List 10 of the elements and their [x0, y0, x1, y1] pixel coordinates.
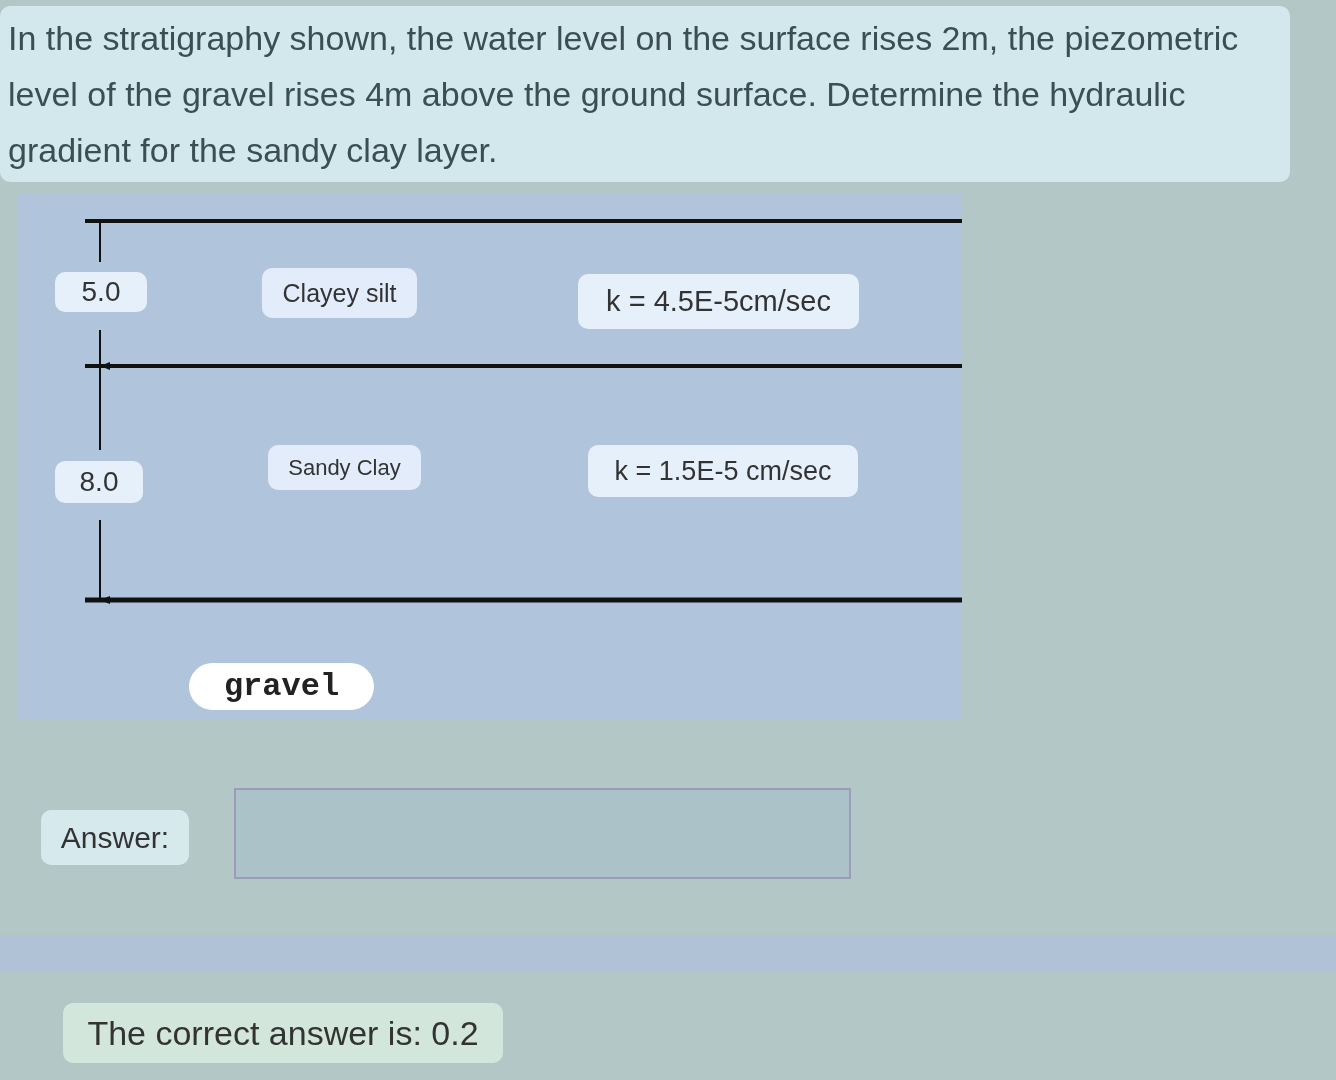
layer-name: Clayey silt — [262, 268, 417, 318]
layer-name: gravel — [189, 663, 374, 710]
dimension-label: 5.0 — [55, 272, 147, 312]
permeability-label: k = 4.5E-5cm/sec — [578, 274, 859, 329]
feedback-text: The correct answer is: 0.2 — [63, 1003, 503, 1063]
answer-label: Answer: — [41, 810, 189, 865]
dimension-label: 8.0 — [55, 461, 143, 503]
permeability-label: k = 1.5E-5 cm/sec — [588, 445, 858, 497]
question-text: In the stratigraphy shown, the water level on the surface rises 2m, the piezometric level of the gravel rises 4m above the ground surface. Determine the hydraulic gradient for the sandy clay layer. — [0, 6, 1290, 182]
layer-name: Sandy Clay — [268, 445, 421, 490]
